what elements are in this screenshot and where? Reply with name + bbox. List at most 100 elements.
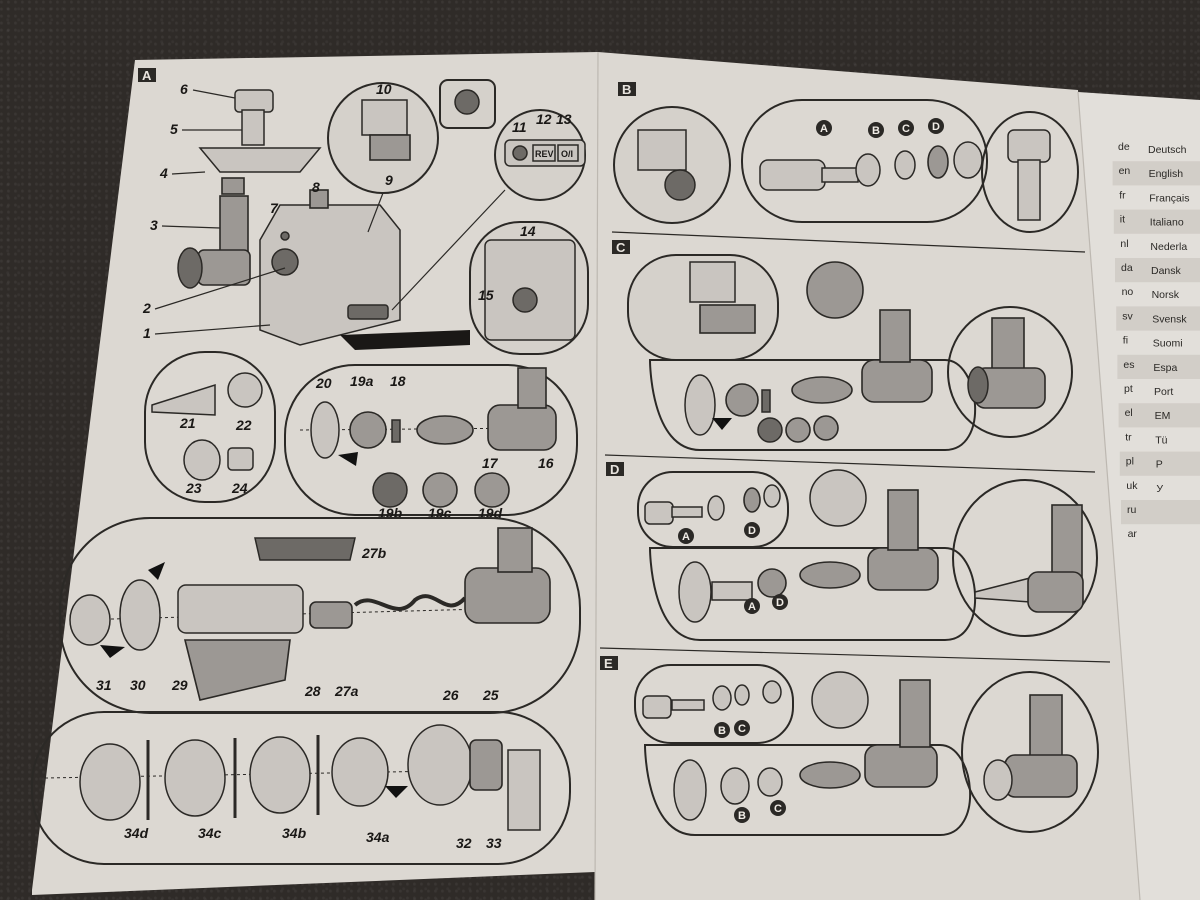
label-27a: 27a bbox=[334, 683, 359, 699]
release-button bbox=[280, 231, 290, 241]
c-disc-callout bbox=[806, 261, 864, 319]
label-24: 24 bbox=[231, 480, 248, 496]
c-disc-3 bbox=[813, 415, 839, 441]
section-e-box bbox=[600, 656, 618, 670]
label-33: 33 bbox=[486, 835, 502, 851]
e-marker-b bbox=[714, 722, 730, 738]
b-pusher-head bbox=[1007, 129, 1051, 163]
d-marker-d2 bbox=[772, 594, 788, 610]
e-marker-b2-text: B bbox=[738, 810, 746, 822]
pusher-stem bbox=[241, 109, 265, 146]
label-4: 4 bbox=[159, 165, 168, 181]
e-panel-parts bbox=[634, 664, 794, 744]
c-panel-assembly bbox=[648, 359, 976, 451]
e-housing-tube bbox=[899, 679, 931, 748]
drum-arrow bbox=[385, 786, 408, 798]
mincer-housing-tube bbox=[219, 195, 249, 257]
language-name: Norsk bbox=[1152, 289, 1180, 301]
e-marker-b2 bbox=[734, 807, 750, 823]
d-marker-d2-text: D bbox=[776, 597, 784, 609]
label-23: 23 bbox=[185, 480, 202, 496]
drum-34d bbox=[79, 743, 141, 821]
label-3: 3 bbox=[150, 217, 158, 233]
chute-29 bbox=[183, 639, 291, 701]
label-18: 18 bbox=[390, 373, 406, 389]
b-marker-d bbox=[928, 118, 944, 134]
label-6: 6 bbox=[180, 81, 188, 97]
e-result-tube bbox=[1029, 694, 1063, 758]
disc-19c bbox=[422, 472, 458, 508]
language-code: de bbox=[1118, 141, 1130, 153]
c-disc-1 bbox=[757, 417, 783, 443]
label-8: 8 bbox=[312, 179, 320, 195]
language-code: no bbox=[1122, 286, 1134, 298]
language-row-bg bbox=[1121, 500, 1200, 525]
e-marker-c bbox=[734, 720, 750, 736]
c-result-ring bbox=[967, 366, 989, 404]
section-b-box bbox=[618, 82, 636, 96]
c-arrow bbox=[712, 418, 732, 430]
b-callout-pusher bbox=[981, 111, 1079, 233]
language-row-bg bbox=[1118, 403, 1200, 428]
c-callout-result bbox=[947, 306, 1073, 438]
section-d-box bbox=[606, 462, 624, 476]
b-spindle-body bbox=[759, 159, 826, 191]
section-b-label: B bbox=[622, 82, 631, 97]
section-d: D A D A D bbox=[606, 462, 1098, 641]
worm-17 bbox=[416, 415, 474, 445]
section-e: E B C B C bbox=[600, 656, 1099, 836]
label-25: 25 bbox=[482, 687, 499, 703]
language-code: pl bbox=[1126, 456, 1134, 468]
d-horn bbox=[711, 581, 753, 601]
filling-tray bbox=[198, 147, 322, 173]
language-row-bg bbox=[1113, 209, 1200, 234]
e-marker-b-text: B bbox=[718, 725, 726, 737]
c-housing-tube bbox=[879, 309, 911, 363]
label-22: 22 bbox=[235, 417, 252, 433]
release-knob bbox=[512, 145, 528, 161]
cutter-18 bbox=[391, 419, 401, 443]
b-part-b bbox=[855, 153, 881, 187]
language-row-bg bbox=[1112, 161, 1200, 186]
b-marker-b bbox=[868, 122, 884, 138]
rev-button bbox=[532, 144, 556, 162]
e-marker-c2-text: C bbox=[774, 803, 782, 815]
b-marker-c-text: C bbox=[902, 123, 910, 135]
drum-34a bbox=[331, 737, 389, 807]
tray-neck bbox=[221, 177, 245, 195]
b-marker-a-text: A bbox=[820, 123, 828, 135]
storage-compartment bbox=[369, 134, 411, 161]
b-cap bbox=[953, 141, 983, 179]
spacer-disc bbox=[227, 372, 263, 408]
housing-25 bbox=[464, 567, 551, 624]
handle bbox=[309, 189, 329, 209]
grater-arrow bbox=[100, 645, 125, 658]
d-marker-d bbox=[744, 522, 760, 538]
label-13: 13 bbox=[556, 111, 572, 127]
language-code: fr bbox=[1119, 189, 1126, 201]
d-marker-a-text: A bbox=[682, 531, 690, 543]
storage-cover bbox=[361, 99, 408, 136]
language-row-bg bbox=[1117, 354, 1200, 379]
language-code: tr bbox=[1125, 431, 1132, 443]
label-29: 29 bbox=[171, 677, 188, 693]
mincer-housing bbox=[197, 249, 251, 286]
language-code: el bbox=[1125, 407, 1133, 419]
housing-tube-25 bbox=[497, 527, 533, 573]
e-disc-callout bbox=[811, 671, 869, 729]
d-marker-d-text: D bbox=[748, 525, 756, 537]
section-c: C bbox=[612, 240, 1073, 451]
d-marker-a bbox=[678, 528, 694, 544]
kebbe-ring bbox=[227, 447, 254, 471]
stored-disc bbox=[454, 89, 480, 115]
label-34d: 34d bbox=[124, 825, 149, 841]
label-11: 11 bbox=[512, 119, 527, 135]
ring-nut-20 bbox=[310, 401, 340, 459]
language-code: nl bbox=[1120, 238, 1128, 250]
end-cap-31 bbox=[69, 594, 111, 646]
language-code: uk bbox=[1126, 480, 1138, 492]
kebbe-cone bbox=[183, 439, 221, 481]
language-code: ru bbox=[1127, 504, 1136, 516]
ring-nut bbox=[177, 247, 203, 289]
label-16: 16 bbox=[538, 455, 554, 471]
